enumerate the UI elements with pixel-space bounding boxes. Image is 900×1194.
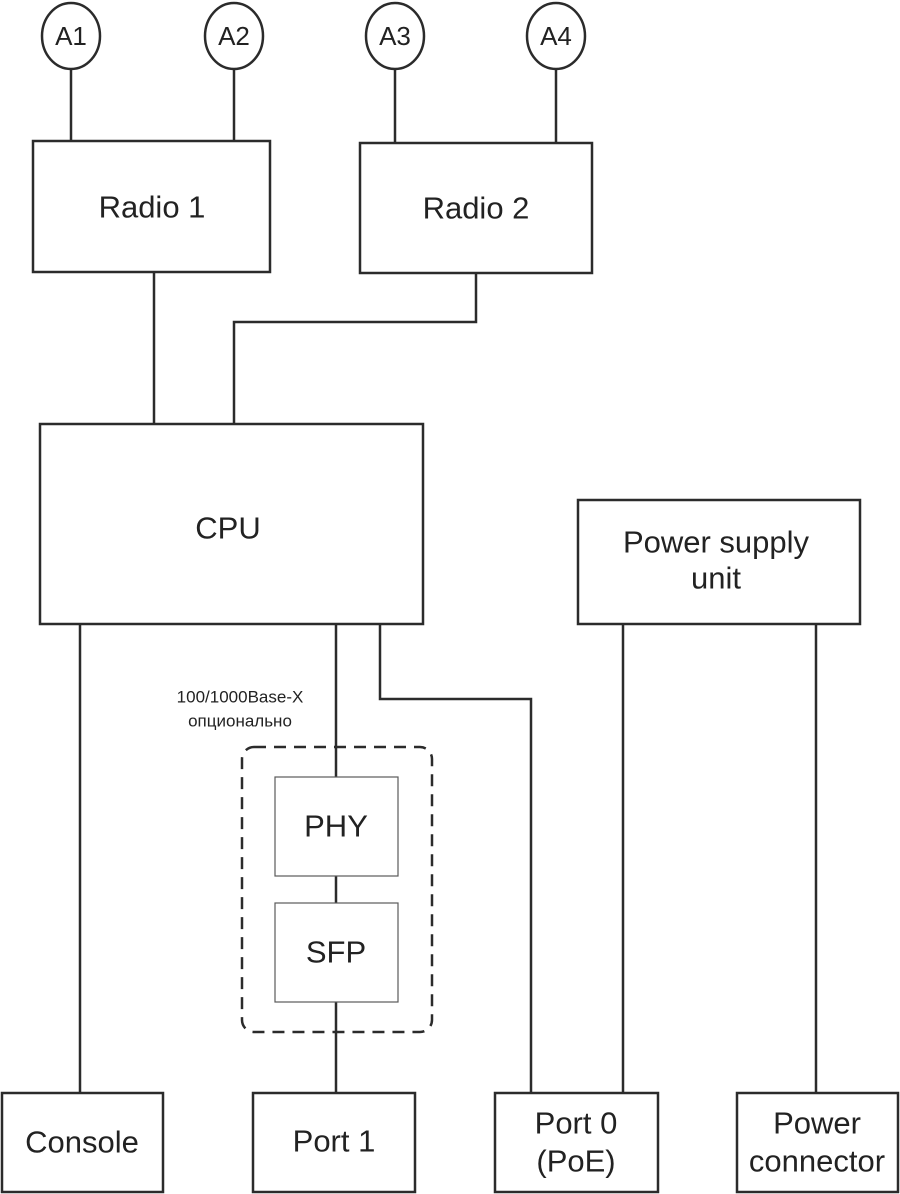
radio2-block: Radio 2 [358,141,594,275]
optional-note-line2: опционально [188,712,292,731]
phy-label: PHY [304,809,368,844]
radio1-label: Radio 1 [99,190,206,225]
power-connector-label-line2: connector [749,1144,885,1179]
antenna-a4: A4 [525,1,587,71]
psu-label-line2: unit [691,561,741,596]
optional-note-line1: 100/1000Base-X [177,688,304,707]
antenna-a4-label: A4 [540,21,572,51]
radio1-block: Radio 1 [31,139,272,274]
antenna-a3: A3 [364,1,426,71]
power-connector-block: Power connector [735,1091,900,1194]
port1-label: Port 1 [293,1124,376,1159]
antenna-a2-label: A2 [218,21,250,51]
console-label: Console [25,1125,139,1160]
cpu-label: CPU [195,511,260,546]
psu-label-line1: Power supply [623,525,810,560]
radio2-label: Radio 2 [423,191,530,226]
port0-label-line1: Port 0 [535,1106,618,1141]
wire-radio2-cpu [232,273,478,424]
port0-label-line2: (PoE) [536,1144,615,1179]
power-connector-label-line1: Power [773,1106,861,1141]
port1-block: Port 1 [251,1091,417,1194]
antenna-a1: A1 [40,1,102,71]
psu-block: Power supply [576,498,862,626]
phy-block: PHY [274,776,399,877]
port0-block: Port 0 (PoE) [493,1091,660,1194]
optional-module-group [240,745,434,1034]
antenna-a2: A2 [203,1,265,71]
antenna-a1-label: A1 [55,21,87,51]
cpu-block: CPU [38,422,425,626]
wire-cpu-port0 [378,624,533,1093]
sfp-block: SFP [274,902,399,1003]
antenna-a3-label: A3 [379,21,411,51]
sfp-label: SFP [306,935,366,970]
console-block: Console [0,1091,165,1194]
